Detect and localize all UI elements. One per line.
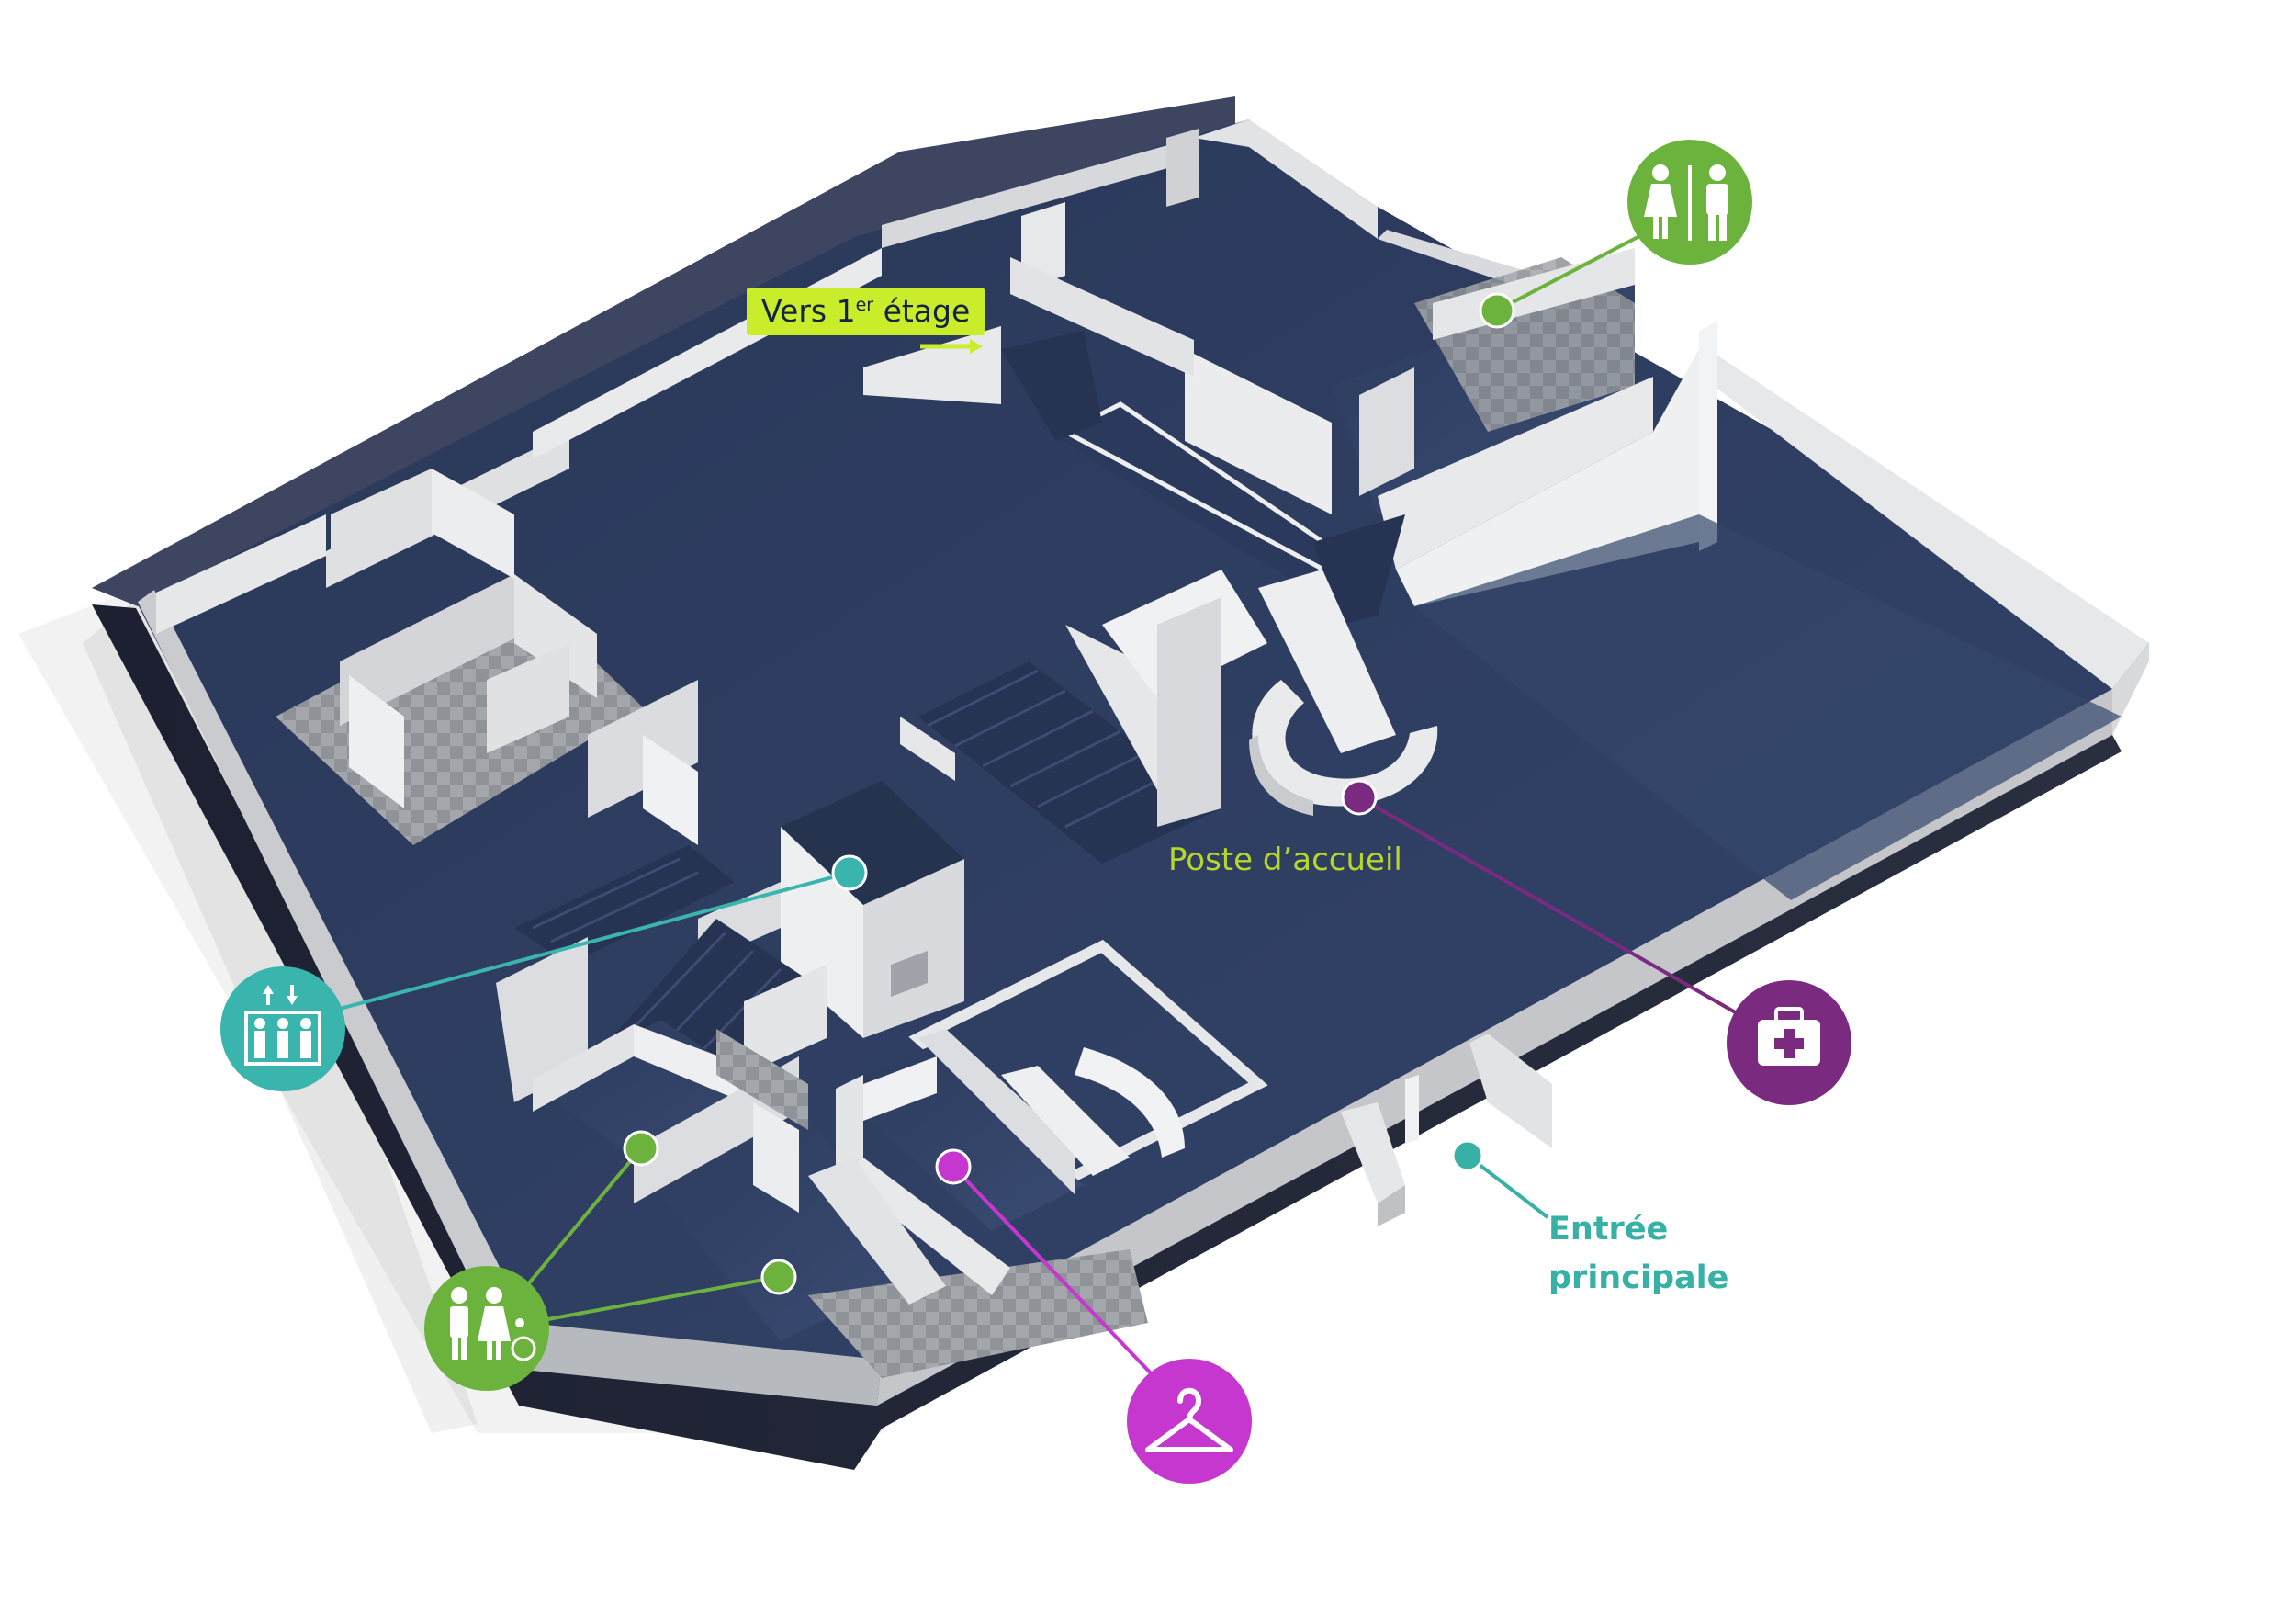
stairs-to-first-floor-label: Vers 1er étage <box>747 288 985 335</box>
main-entrance-label-line-1: Entrée <box>1548 1211 1669 1248</box>
main-entrance-label: Entrée principale <box>1548 1205 1728 1302</box>
stairs-label-suffix: étage <box>873 293 971 329</box>
accessible-restroom-icon[interactable] <box>424 1266 549 1391</box>
location-dots <box>623 292 1515 1295</box>
elevators-dot <box>831 854 868 891</box>
cloakroom-dot <box>935 1148 972 1185</box>
central-staircase <box>863 326 1405 864</box>
restrooms-upper-dot <box>1479 292 1515 329</box>
south-west-restrooms <box>533 965 1148 1378</box>
leader-lines <box>339 198 1746 1380</box>
cloakroom-area <box>808 939 1268 1305</box>
restroom-icon[interactable] <box>1627 140 1752 265</box>
restroom-dot-2 <box>760 1259 797 1295</box>
restroom-dot-1 <box>623 1130 659 1167</box>
stairs-label-prefix: Vers 1 <box>761 293 856 329</box>
main-entrance-dot <box>1451 1139 1484 1172</box>
stairs-label-superscript: er <box>855 295 874 315</box>
reception-desk <box>1249 680 1438 816</box>
main-entrance-label-line-2: principale <box>1548 1259 1729 1296</box>
reception-desk-label: Poste d’accueil <box>1168 842 1402 878</box>
west-restroom-block <box>276 469 698 845</box>
coat-hanger-icon[interactable] <box>1127 1359 1252 1484</box>
first-aid-kit-icon[interactable] <box>1727 980 1851 1105</box>
north-east-hall <box>1414 514 2122 900</box>
entrance-walls <box>1341 1034 1552 1226</box>
stairs-arrow-icon <box>920 339 983 354</box>
first-aid-dot <box>1341 779 1378 816</box>
elevator-icon[interactable] <box>220 966 345 1091</box>
